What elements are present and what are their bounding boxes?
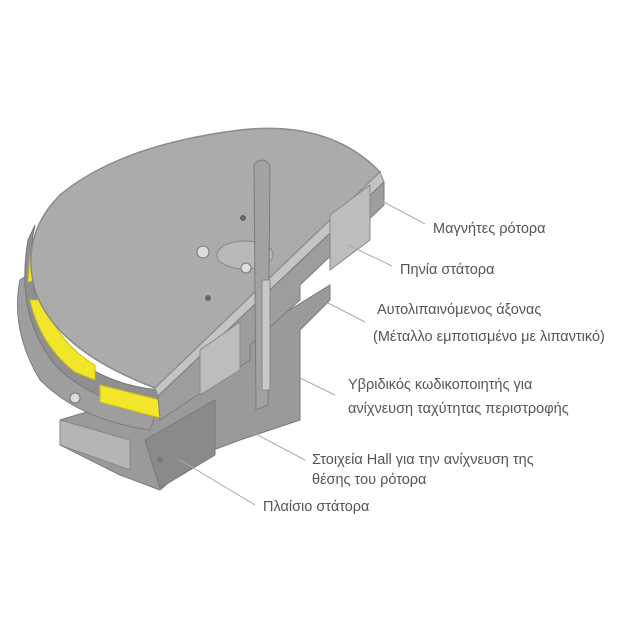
label-hall-line1: Στοιχεία Hall για την ανίχνευση της bbox=[312, 452, 534, 468]
shaft bbox=[216, 159, 274, 411]
leader-lines bbox=[179, 199, 426, 506]
label-rotor-magnets: Μαγνήτες ρότορα bbox=[433, 221, 546, 237]
label-encoder-line1: Υβριδικός κωδικοποιητής για bbox=[348, 377, 533, 393]
label-stator-coils: Πηνία στάτορα bbox=[400, 262, 495, 278]
label-shaft-line2: (Μέταλλο εμποτισμένο με λιπαντικό) bbox=[373, 329, 605, 345]
label-encoder-line2: ανίχνευση ταχύτητας περιστροφής bbox=[348, 401, 569, 417]
cut-face bbox=[157, 180, 385, 421]
label-shaft-line1: Αυτολιπαινόμενος άξονας bbox=[377, 302, 542, 318]
label-stator-frame: Πλαίσιο στάτορα bbox=[263, 499, 370, 515]
screws bbox=[69, 215, 252, 463]
label-hall-line2: θέσης του ρότορα bbox=[312, 472, 427, 488]
